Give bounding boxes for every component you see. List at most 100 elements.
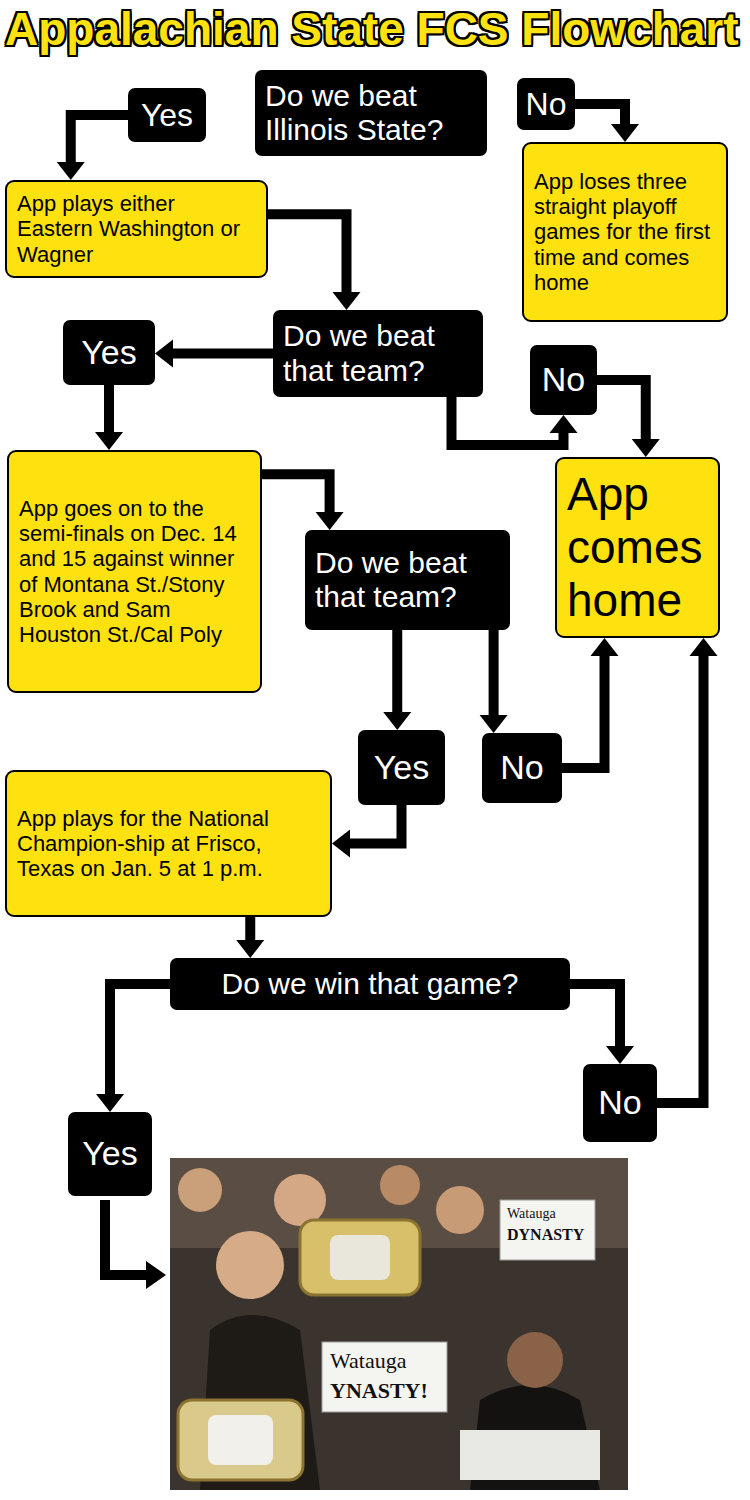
arrow-head: [591, 638, 619, 656]
arrow-head: [57, 162, 85, 180]
box-text: Do we beat Illinois State?: [265, 79, 477, 148]
flow-arrow: [480, 630, 508, 733]
box-text: Do we win that game?: [174, 967, 566, 1002]
crowd-head: [216, 1231, 284, 1299]
box-text: Yes: [132, 97, 202, 134]
arrow-head: [332, 830, 350, 858]
box-text: App plays for the National Champion-ship…: [17, 806, 320, 882]
arrow-head: [95, 432, 123, 450]
flow-arrow: [657, 638, 718, 1103]
arrow-line: [71, 115, 128, 162]
sign-text: DYNASTY: [507, 1226, 584, 1244]
flow-arrow: [268, 214, 361, 310]
flow-arrow: [95, 385, 123, 450]
sign-text: Watauga: [507, 1206, 556, 1222]
flow-arrow: [57, 115, 128, 180]
championship-ring: [300, 1220, 420, 1295]
arrow-head: [611, 124, 639, 142]
crowd-head: [178, 1168, 222, 1212]
arrow-head: [480, 715, 508, 733]
box-text: App plays either Eastern Washington or W…: [17, 191, 256, 267]
arrow-head: [333, 292, 361, 310]
box-text: Do we beat that team?: [283, 319, 473, 388]
photo-ground: [170, 1158, 628, 1490]
crowd-head: [380, 1165, 420, 1205]
arrow-head: [383, 712, 411, 730]
decision-box: No: [530, 345, 597, 415]
box-text: Yes: [362, 748, 441, 787]
arrow-line: [392, 630, 402, 712]
arrow-head: [96, 1094, 124, 1112]
arrow-line: [562, 656, 605, 768]
arrow-line: [262, 474, 330, 512]
arrow-head: [550, 415, 578, 433]
arrow-line: [575, 104, 625, 124]
arrow-head: [236, 940, 264, 958]
box-text: No: [534, 360, 593, 399]
decision-box: Yes: [63, 320, 155, 385]
box-text: App goes on to the semi-finals on Dec. 1…: [19, 496, 250, 648]
poster-sign: [460, 1430, 600, 1480]
arrow-head: [155, 340, 173, 368]
arrow-line: [104, 385, 114, 432]
championship-ring: [178, 1400, 303, 1480]
flow-arrow: [236, 917, 264, 958]
photo-arrow-head: [146, 1261, 166, 1289]
box-text: Do we beat that team?: [315, 546, 500, 615]
flow-arrow: [262, 474, 344, 530]
decision-box: Do we beat that team?: [273, 310, 483, 397]
arrow-line: [110, 984, 170, 1094]
arrow-line: [570, 984, 620, 1046]
box-text: Yes: [67, 333, 151, 372]
box-text: App loses three straight playoff games f…: [534, 169, 716, 295]
decision-box: Yes: [128, 88, 206, 142]
flow-arrow: [562, 638, 619, 768]
newspaper-sign: [322, 1342, 447, 1412]
flow-arrow: [383, 630, 411, 730]
box-text: Yes: [72, 1134, 148, 1173]
box-text: No: [587, 1083, 653, 1122]
arrow-line: [597, 380, 646, 439]
arrow-head: [606, 1046, 634, 1064]
chart-title: Appalachian State FCS Flowchart: [5, 2, 739, 56]
flow-arrow: [155, 340, 273, 368]
outcome-box: App plays for the National Champion-ship…: [5, 770, 332, 917]
arrow-head: [632, 439, 660, 457]
decision-box: No: [482, 733, 562, 803]
outcome-box: App loses three straight playoff games f…: [522, 142, 728, 322]
arrow-line: [245, 917, 255, 940]
crowd-head: [436, 1186, 484, 1234]
flow-arrow: [597, 380, 660, 457]
decision-box: No: [583, 1064, 657, 1142]
decision-box: Do we win that game?: [170, 958, 570, 1010]
decision-box: Yes: [68, 1112, 152, 1196]
decision-box: Do we beat Illinois State?: [255, 70, 487, 156]
arrow-line: [173, 349, 273, 359]
arrow-head: [316, 512, 344, 530]
newspaper-sign: [500, 1200, 595, 1260]
arrow-line: [489, 630, 499, 715]
decision-box: Do we beat that team?: [305, 530, 510, 630]
outcome-box: App goes on to the semi-finals on Dec. 1…: [7, 450, 262, 693]
outcome-box: App plays either Eastern Washington or W…: [5, 180, 268, 278]
box-text: No: [521, 86, 571, 123]
crowd-head: [507, 1332, 563, 1388]
arrow-line: [268, 214, 347, 292]
decision-box: Yes: [358, 730, 445, 805]
decision-box: No: [517, 78, 575, 130]
flow-arrow: [575, 104, 639, 142]
flow-arrow: [96, 984, 170, 1112]
sign-text: Watauga: [330, 1348, 406, 1374]
flow-arrow: [570, 984, 634, 1064]
arrow-head: [690, 638, 718, 656]
flow-arrow: [332, 805, 402, 858]
box-text: No: [486, 748, 558, 787]
photo-arrow-line: [105, 1200, 148, 1275]
crowd-head: [274, 1174, 326, 1226]
sign-text: YNASTY!: [330, 1378, 428, 1404]
outcome-box: App comes home: [555, 457, 720, 638]
arrow-line: [657, 656, 704, 1103]
arrow-line: [350, 805, 402, 844]
ring-gem: [330, 1235, 390, 1280]
